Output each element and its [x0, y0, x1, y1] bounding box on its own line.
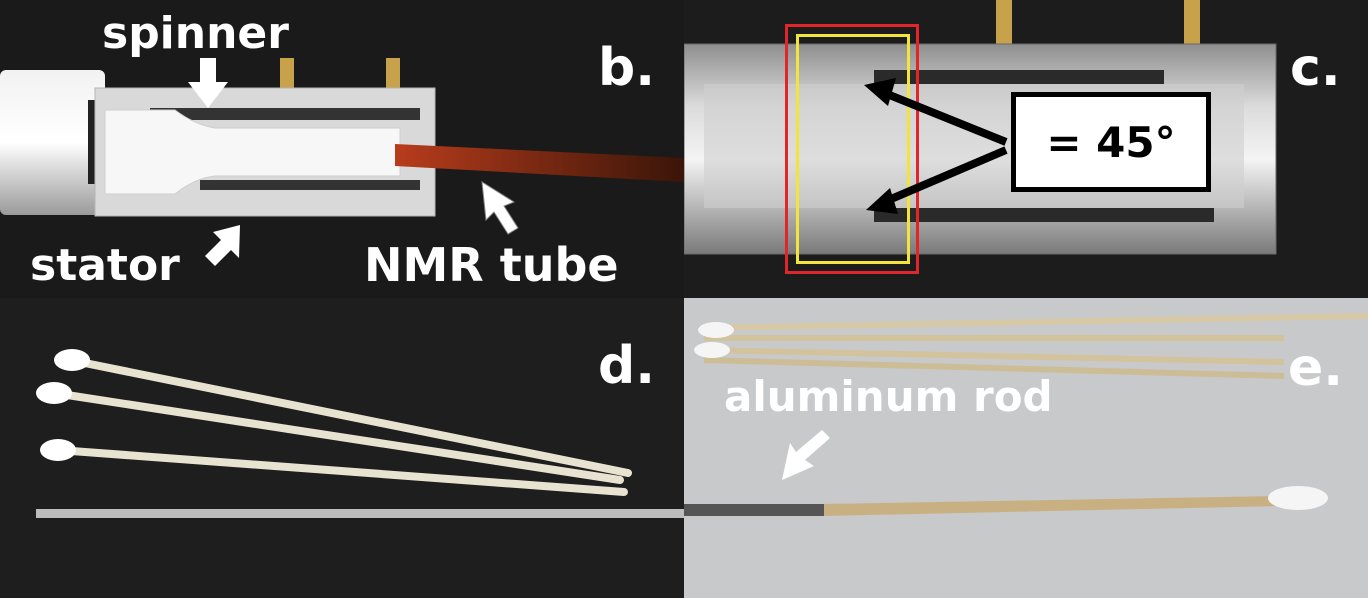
panel-letter-c: c. [1290, 38, 1341, 98]
angle-arrows [864, 78, 1008, 214]
nmr-tube-label: NMR tube [364, 238, 619, 292]
angle-label: = 45° [1046, 117, 1176, 167]
rod-arrow-icon [782, 430, 830, 480]
panel-letter-b: b. [598, 38, 655, 98]
arrow-head-icon [864, 78, 896, 106]
angle-label-box: = 45° [1011, 92, 1211, 192]
arrow-head-icon [866, 188, 898, 214]
aluminum-rod [36, 509, 684, 518]
swab-tip [36, 382, 72, 404]
swab-tip [1268, 486, 1328, 510]
spinner [104, 109, 401, 195]
swab-tip [698, 322, 734, 338]
panel-letter-d: d. [598, 336, 655, 396]
swab-stick [824, 496, 1280, 516]
panel-d-drawing [36, 349, 684, 518]
panel-e-drawing [684, 313, 1368, 516]
spinner-arrow-icon [188, 58, 228, 108]
swab-stick [54, 446, 628, 496]
stator-label: stator [30, 240, 180, 291]
swab-tip [40, 439, 76, 461]
swab-stick [50, 389, 624, 484]
probe-barrel [0, 70, 105, 215]
swab-tip [694, 342, 730, 358]
swab-stick [66, 356, 632, 477]
highlight-box-red [785, 24, 919, 274]
pin [1184, 0, 1200, 44]
stator-arrow-icon [205, 225, 240, 266]
swab-stick [703, 313, 1368, 331]
swab-stick [703, 347, 1285, 365]
highlight-box-yellow [796, 34, 910, 264]
aluminum-rod [684, 504, 824, 516]
swab-stick [703, 357, 1285, 379]
nmr-tube [395, 144, 684, 182]
panel-e: aluminum rod e. [684, 298, 1368, 598]
spinner-label: spinner [102, 8, 289, 59]
panel-letter-e: e. [1288, 338, 1344, 398]
tube-arrow-icon [481, 181, 519, 235]
pin [996, 0, 1012, 44]
swab-tip [54, 349, 90, 371]
panel-b: spinner stator NMR tube b. [0, 0, 684, 298]
panel-b-drawing [0, 58, 684, 266]
panel-d: d. [0, 298, 684, 598]
aluminum-rod-label: aluminum rod [724, 372, 1053, 421]
